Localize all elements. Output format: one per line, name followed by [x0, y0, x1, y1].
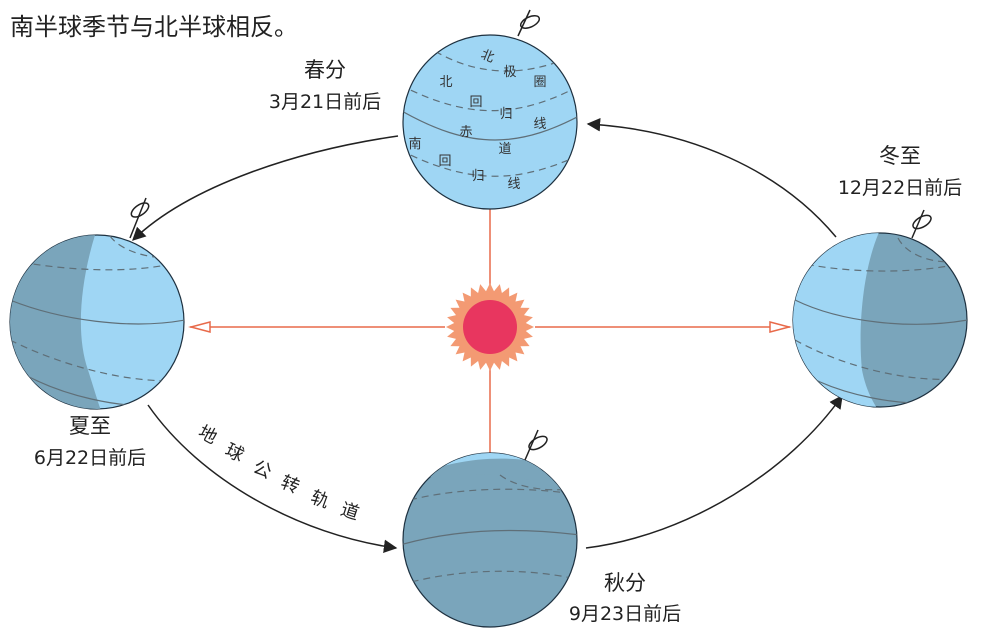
orbit-label-char: 道	[338, 499, 362, 525]
orbit-arc-winter-to-spring	[586, 117, 837, 238]
globe-winter	[792, 209, 968, 408]
season-date-winter: 12月22日前后	[838, 177, 962, 199]
svg-text:赤: 赤	[459, 125, 472, 140]
season-name-winter: 冬至	[879, 144, 921, 168]
svg-text:北: 北	[439, 75, 452, 90]
globe-summer	[9, 197, 185, 410]
label-autumn: 秋分 9月23日前后	[569, 571, 681, 625]
svg-text:北: 北	[478, 47, 496, 66]
orbit-label-char: 转	[278, 472, 303, 498]
season-date-autumn: 9月23日前后	[569, 603, 681, 625]
svg-text:圈: 圈	[533, 75, 546, 90]
svg-text:归: 归	[471, 169, 484, 184]
label-summer: 夏至 6月22日前后	[34, 414, 146, 469]
ray-arrow-summer	[188, 321, 211, 333]
sun	[446, 283, 534, 371]
orbit-arc-autumn-to-winter	[585, 394, 843, 549]
svg-text:线: 线	[533, 117, 546, 132]
orbit-label-char: 地	[195, 422, 221, 449]
season-date-summer: 6月22日前后	[34, 447, 146, 469]
svg-text:道: 道	[498, 142, 511, 157]
orbit-label: 地球公转轨道	[195, 422, 362, 525]
globe-autumn	[402, 429, 578, 628]
svg-text:线: 线	[507, 177, 520, 192]
svg-text:南: 南	[408, 136, 421, 152]
orbit-label-char: 球	[222, 440, 247, 467]
season-name-autumn: 秋分	[604, 571, 646, 595]
orbit-arc-spring-to-summer	[132, 135, 399, 241]
sun-core	[463, 300, 517, 354]
label-spring: 春分 3月21日前后	[269, 58, 381, 113]
svg-text:回: 回	[438, 154, 451, 169]
sun-ray-lines	[188, 145, 792, 458]
season-date-spring: 3月21日前后	[269, 91, 381, 113]
orbit-label-char: 轨	[308, 487, 332, 513]
globe-spring: 北 极 圈 北 回 归 线 赤 道 南 回 归 线	[402, 9, 578, 210]
svg-text:归: 归	[499, 107, 512, 122]
orbit-arc-summer-to-autumn	[147, 404, 398, 554]
orbit-path	[132, 117, 843, 554]
intro-text: 南半球季节与北半球相反。	[10, 13, 298, 41]
svg-text:极: 极	[503, 65, 516, 80]
svg-text:回: 回	[469, 95, 482, 110]
season-name-spring: 春分	[304, 58, 346, 82]
label-winter: 冬至 12月22日前后	[838, 144, 962, 199]
season-name-summer: 夏至	[69, 414, 111, 438]
orbit-label-char: 公	[250, 457, 275, 484]
ray-arrow-winter	[769, 321, 792, 333]
